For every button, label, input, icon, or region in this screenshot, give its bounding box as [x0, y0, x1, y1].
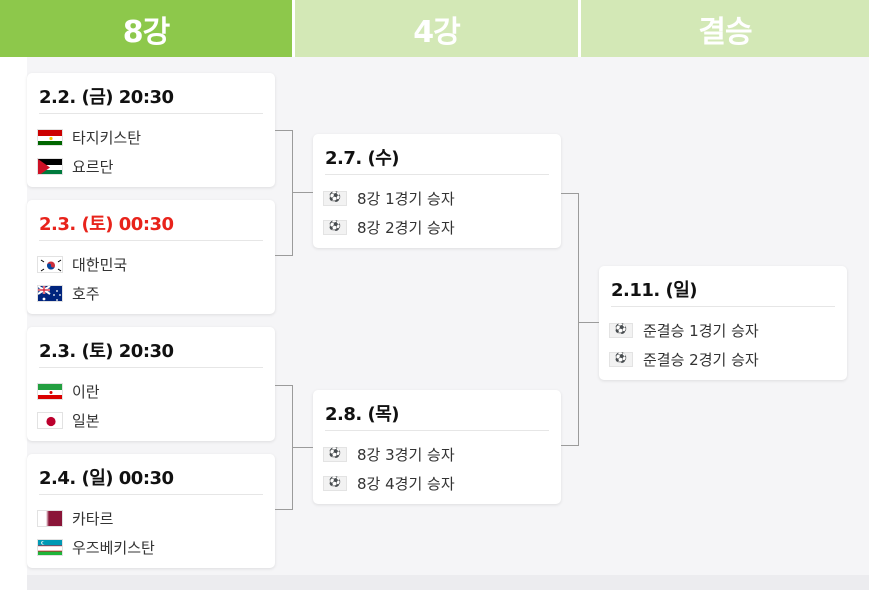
team-name: 8강 3경기 승자 — [357, 445, 455, 464]
bracket-connector — [561, 193, 579, 194]
team-name: 일본 — [72, 411, 100, 430]
team-name: 대한민국 — [72, 255, 128, 274]
board-bottom-edge — [27, 575, 869, 590]
match-card-sf1[interactable]: 2.7. (수) ⚽ 8강 1경기 승자 ⚽ 8강 2경기 승자 — [313, 134, 561, 248]
team-row: 요르단 — [37, 155, 113, 177]
bracket-connector — [275, 130, 293, 131]
team-row: 호주 — [37, 282, 100, 304]
team-row: 우즈베키스탄 — [37, 536, 155, 558]
team-row: ⚽ 8강 2경기 승자 — [323, 216, 455, 238]
bracket-connector — [578, 322, 599, 323]
team-row: 이란 — [37, 380, 100, 402]
match-date: 2.11. (일) — [611, 280, 698, 301]
match-date: 2.3. (토) 00:30 — [39, 214, 174, 235]
match-card-qf3[interactable]: 2.3. (토) 20:30 이란 일본 — [27, 327, 275, 441]
team-row: ⚽ 준결승 2경기 승자 — [609, 348, 759, 370]
team-name: 호주 — [72, 284, 100, 303]
iran-flag-icon — [37, 382, 63, 400]
team-name: 요르단 — [72, 157, 114, 176]
team-name: 준결승 2경기 승자 — [643, 350, 759, 369]
soccer-ball-icon: ⚽ — [323, 475, 347, 491]
team-name: 8강 1경기 승자 — [357, 189, 455, 208]
divider — [325, 174, 549, 175]
divider — [39, 113, 263, 114]
team-row: 타지키스탄 — [37, 126, 141, 148]
divider — [325, 430, 549, 431]
team-row: ⚽ 8강 4경기 승자 — [323, 472, 455, 494]
team-row: ⚽ 8강 1경기 승자 — [323, 187, 455, 209]
bracket-connector — [275, 385, 293, 386]
match-date: 2.2. (금) 20:30 — [39, 87, 174, 108]
soccer-ball-icon: ⚽ — [609, 322, 633, 338]
south-korea-flag-icon — [37, 255, 63, 273]
team-row: ⚽ 준결승 1경기 승자 — [609, 319, 759, 341]
match-date: 2.3. (토) 20:30 — [39, 341, 174, 362]
soccer-ball-icon: ⚽ — [609, 351, 633, 367]
match-card-qf2[interactable]: 2.3. (토) 00:30 대한민국 호주 — [27, 200, 275, 314]
soccer-ball-icon: ⚽ — [323, 190, 347, 206]
soccer-ball-icon: ⚽ — [323, 219, 347, 235]
team-row: 일본 — [37, 409, 100, 431]
australia-flag-icon — [37, 284, 63, 302]
tab-final[interactable]: 결승 — [581, 0, 869, 57]
bracket-connector — [561, 445, 579, 446]
bracket-connector — [275, 509, 293, 510]
bracket-connector — [292, 130, 293, 256]
round-header: 8강 4강 결승 — [0, 0, 869, 57]
bracket-connector — [292, 192, 313, 193]
qatar-flag-icon — [37, 509, 63, 527]
match-card-qf1[interactable]: 2.2. (금) 20:30 타지키스탄 요르단 — [27, 73, 275, 187]
team-row: 대한민국 — [37, 253, 127, 275]
match-card-final[interactable]: 2.11. (일) ⚽ 준결승 1경기 승자 ⚽ 준결승 2경기 승자 — [599, 266, 847, 380]
bracket-connector — [578, 193, 579, 446]
bracket-connector — [292, 447, 313, 448]
bracket-connector — [275, 255, 293, 256]
match-date: 2.7. (수) — [325, 148, 400, 169]
divider — [39, 367, 263, 368]
board-margin — [0, 57, 27, 590]
japan-flag-icon — [37, 411, 63, 429]
team-row: ⚽ 8강 3경기 승자 — [323, 443, 455, 465]
jordan-flag-icon — [37, 157, 63, 175]
match-date: 2.8. (목) — [325, 404, 400, 425]
tab-label: 8강 — [122, 14, 170, 50]
tab-label: 결승 — [698, 14, 752, 50]
team-name: 8강 2경기 승자 — [357, 218, 455, 237]
soccer-ball-icon: ⚽ — [323, 446, 347, 462]
team-name: 카타르 — [72, 509, 114, 528]
divider — [611, 306, 835, 307]
tab-quarterfinal[interactable]: 8강 — [0, 0, 292, 57]
divider — [39, 240, 263, 241]
tab-label: 4강 — [413, 14, 460, 50]
match-card-qf4[interactable]: 2.4. (일) 00:30 카타르 우즈베키스탄 — [27, 454, 275, 568]
team-row: 카타르 — [37, 507, 113, 529]
team-name: 타지키스탄 — [72, 128, 142, 147]
team-name: 이란 — [72, 382, 100, 401]
team-name: 준결승 1경기 승자 — [643, 321, 759, 340]
match-date: 2.4. (일) 00:30 — [39, 468, 174, 489]
match-card-sf2[interactable]: 2.8. (목) ⚽ 8강 3경기 승자 ⚽ 8강 4경기 승자 — [313, 390, 561, 504]
tajikistan-flag-icon — [37, 128, 63, 146]
divider — [39, 494, 263, 495]
tab-semifinal[interactable]: 4강 — [295, 0, 578, 57]
uzbekistan-flag-icon — [37, 538, 63, 556]
team-name: 8강 4경기 승자 — [357, 474, 455, 493]
team-name: 우즈베키스탄 — [72, 538, 155, 557]
